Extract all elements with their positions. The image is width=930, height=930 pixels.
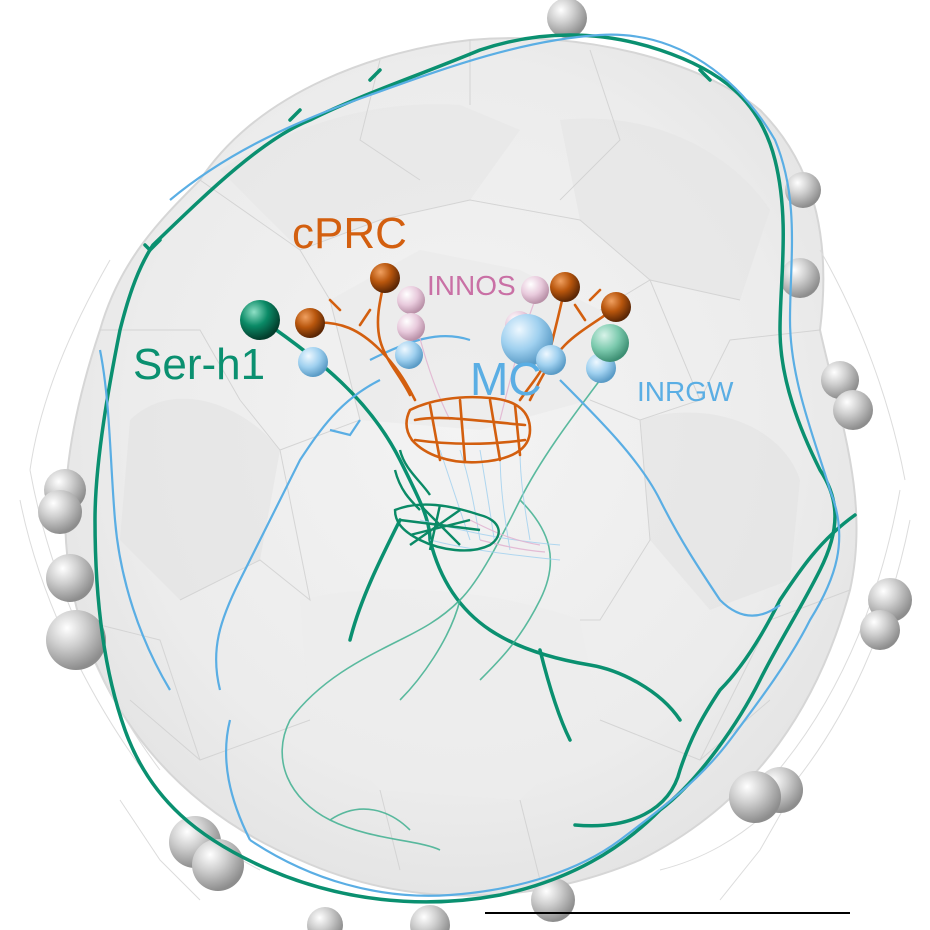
ser-h1-neuropil <box>393 449 500 552</box>
label-inrgw: INRGW <box>637 376 734 407</box>
label-ser-h1: Ser-h1 <box>133 340 266 389</box>
label-mc: MC <box>470 353 542 405</box>
inrgw-neuron <box>98 33 841 897</box>
label-innos: INNOS <box>427 270 516 301</box>
ser-h1-neuron <box>93 33 857 904</box>
mc-fibers <box>419 449 561 561</box>
labeled-cell-bodies <box>240 263 631 383</box>
label-cprc: cPRC <box>292 209 407 258</box>
cprc-neuron <box>308 276 618 464</box>
